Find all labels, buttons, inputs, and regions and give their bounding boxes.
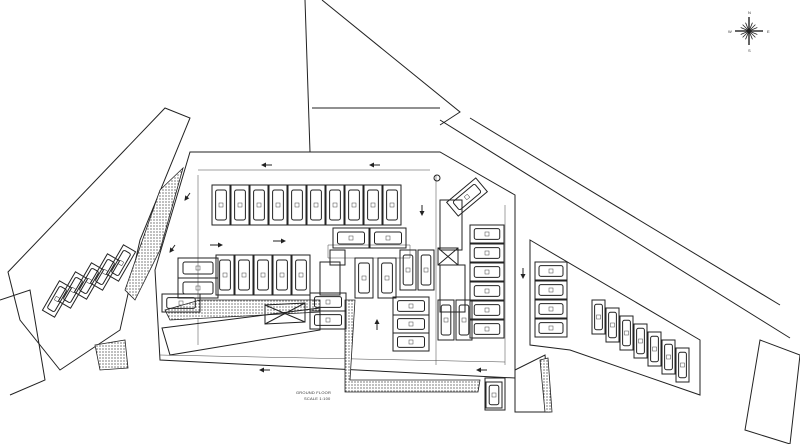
parking-stall <box>211 184 231 226</box>
parking-stall <box>469 281 505 301</box>
north-arrow-compass <box>735 17 763 45</box>
parking-stall <box>417 249 435 291</box>
parking-stall <box>675 347 690 383</box>
parking-stall <box>325 184 345 226</box>
parking-stall <box>485 381 503 409</box>
parking-stall <box>291 254 311 296</box>
parking-stall <box>253 254 273 296</box>
compass-east: E <box>767 29 770 34</box>
parking-stall <box>534 299 568 319</box>
parking-stall <box>392 296 430 316</box>
parking-stall <box>619 315 634 351</box>
parking-stall <box>647 331 662 367</box>
drawing-title: GROUND FLOOR <box>296 390 332 395</box>
parking-stall <box>534 318 568 338</box>
parking-stall <box>469 243 505 263</box>
right-wing <box>484 239 800 444</box>
parking-stall <box>272 254 292 296</box>
parking-stall <box>534 280 568 300</box>
parking-stalls <box>41 177 690 409</box>
parking-stall <box>377 257 397 299</box>
parking-stall <box>392 332 430 352</box>
parking-stall <box>344 184 364 226</box>
parking-stall <box>469 262 505 282</box>
parking-stall <box>363 184 383 226</box>
compass-south: S <box>748 48 751 53</box>
parking-stall <box>469 319 505 339</box>
parking-stall <box>605 307 620 343</box>
parking-stall <box>161 293 201 313</box>
parking-stall <box>287 184 307 226</box>
parking-stall <box>455 299 473 341</box>
drawing-scale: SCALE 1:100 <box>304 396 331 401</box>
parking-stall <box>591 299 606 335</box>
parking-stall <box>445 177 489 217</box>
compass-north: N <box>748 10 752 15</box>
parking-stall <box>382 184 402 226</box>
parking-stall <box>249 184 269 226</box>
parking-stall <box>89 253 121 291</box>
parking-stall <box>469 224 505 244</box>
parking-stall <box>234 254 254 296</box>
compass-west: W <box>728 29 732 34</box>
parking-stall <box>661 339 676 375</box>
parking-stall <box>534 261 568 281</box>
traffic-arrows <box>169 162 526 373</box>
parking-stall <box>309 310 347 330</box>
plot-boundary <box>190 0 791 339</box>
parking-stall <box>437 299 455 341</box>
parking-stall <box>230 184 250 226</box>
parking-stall <box>306 184 326 226</box>
parking-stall <box>354 257 374 299</box>
parking-stall <box>215 254 235 296</box>
parking-stall <box>392 314 430 334</box>
parking-stall <box>633 323 648 359</box>
main-building <box>154 151 516 393</box>
parking-stall <box>73 262 105 300</box>
parking-stall <box>105 244 137 282</box>
parking-stall <box>469 300 505 320</box>
parking-stall <box>268 184 288 226</box>
parking-stall <box>332 227 370 249</box>
left-wing <box>0 107 191 396</box>
parking-stall <box>369 227 407 249</box>
parking-stall <box>399 249 417 291</box>
